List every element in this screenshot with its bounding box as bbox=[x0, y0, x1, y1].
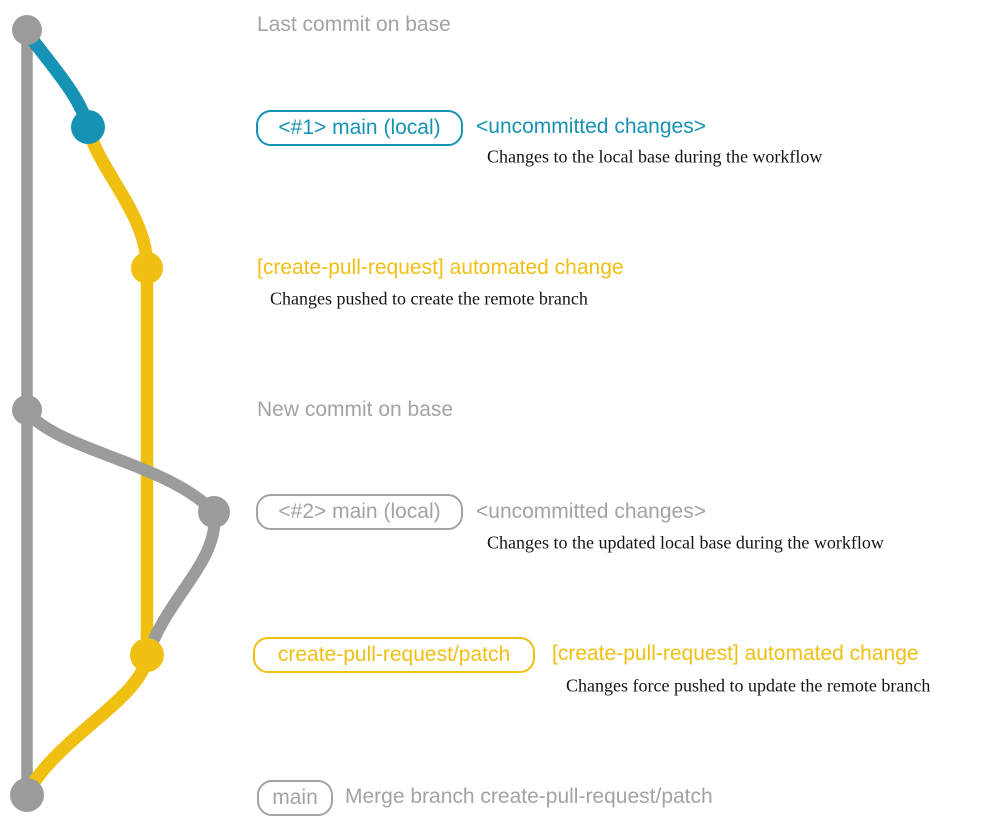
new-commit-on-base-label: New commit on base bbox=[257, 398, 454, 421]
automated-change-2-desc: Changes force pushed to update the remot… bbox=[566, 675, 931, 696]
commit-node-uncommitted-1 bbox=[71, 110, 105, 144]
commit-node-automated-1 bbox=[131, 252, 163, 284]
automated-change-1-title: [create-pull-request] automated change bbox=[257, 256, 624, 279]
uncommitted-changes-1-desc: Changes to the local base during the wor… bbox=[487, 146, 823, 167]
edge-uncommitted-2-to-automated-2 bbox=[142, 508, 221, 661]
uncommitted-changes-2-desc: Changes to the updated local base during… bbox=[487, 532, 884, 553]
commit-node-new-base bbox=[12, 395, 42, 425]
badge-main-local-1-label: <#1> main (local) bbox=[278, 116, 441, 139]
badge-main-local-2-label: <#2> main (local) bbox=[278, 500, 441, 523]
uncommitted-changes-1-title: <uncommitted changes> bbox=[476, 115, 706, 138]
automated-change-2-title: [create-pull-request] automated change bbox=[552, 642, 919, 665]
badge-main-label: main bbox=[272, 786, 318, 809]
commit-node-automated-2 bbox=[130, 638, 164, 672]
merge-commit-label: Merge branch create-pull-request/patch bbox=[345, 785, 713, 808]
commit-node-uncommitted-2 bbox=[198, 496, 230, 528]
badge-create-pull-request-patch: create-pull-request/patch bbox=[253, 637, 535, 673]
edge-new-base-to-uncommitted-2 bbox=[21, 406, 220, 518]
badge-create-pull-request-patch-label: create-pull-request/patch bbox=[277, 643, 511, 666]
badge-main-local-1: <#1> main (local) bbox=[256, 110, 463, 146]
last-commit-on-base-label: Last commit on base bbox=[257, 13, 451, 36]
edge-uncommitted-1-to-automated-1 bbox=[81, 120, 154, 275]
badge-main: main bbox=[257, 780, 333, 816]
badge-main-local-2: <#2> main (local) bbox=[256, 494, 463, 530]
edge-automated-2-to-merge bbox=[20, 650, 154, 800]
commit-node-merge bbox=[10, 778, 44, 812]
commit-node-last-base bbox=[12, 15, 42, 45]
automated-change-1-desc: Changes pushed to create the remote bran… bbox=[270, 288, 588, 309]
uncommitted-changes-2-title: <uncommitted changes> bbox=[476, 500, 706, 523]
